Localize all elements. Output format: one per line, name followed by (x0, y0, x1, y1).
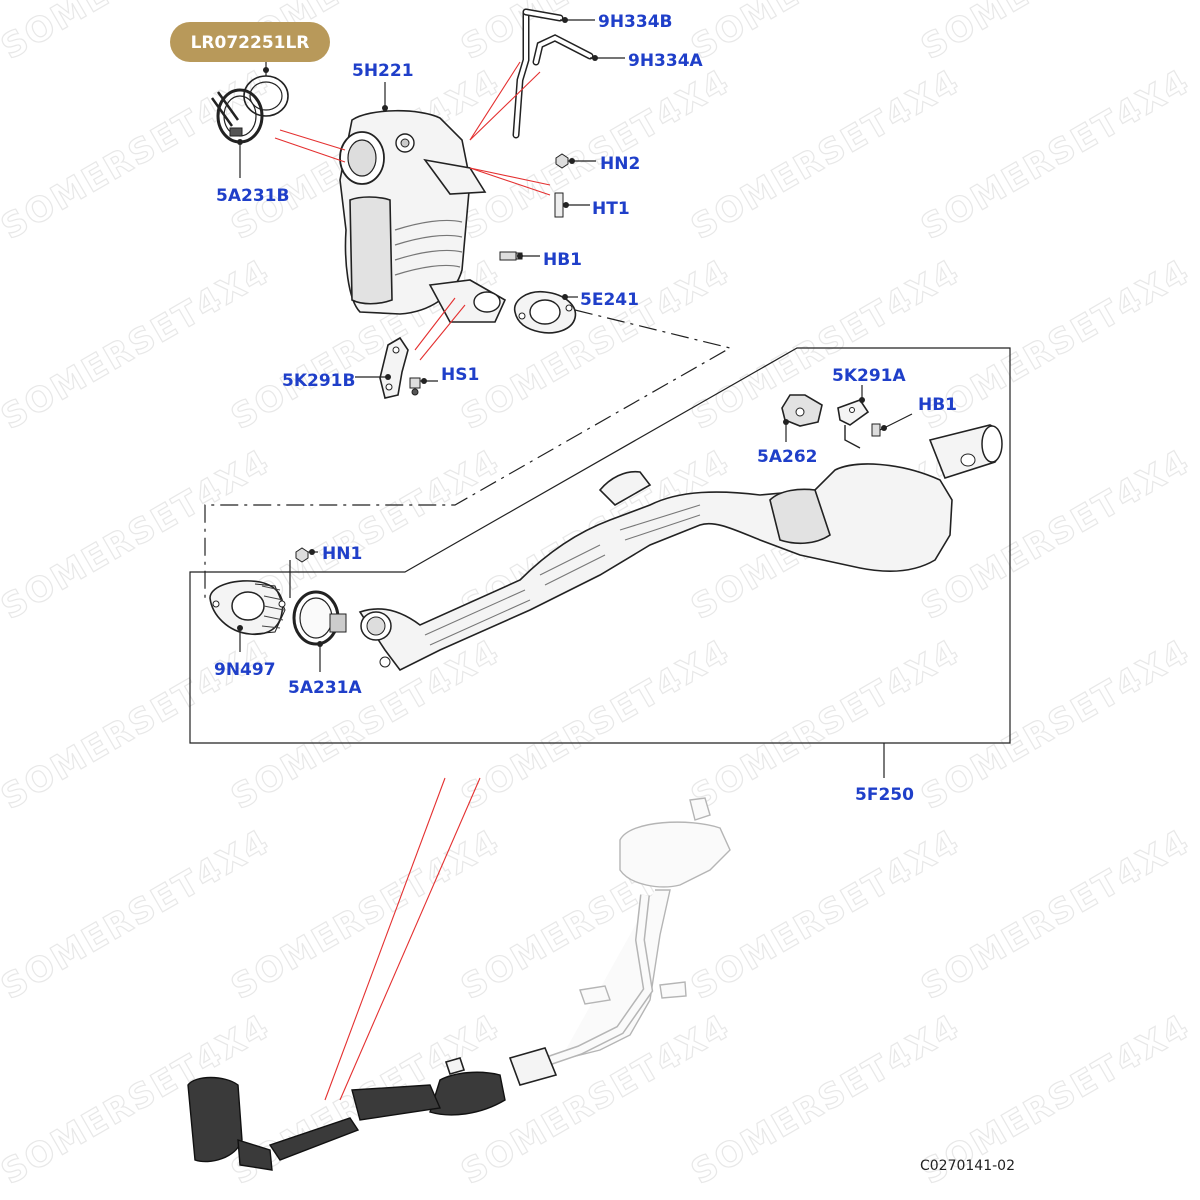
nut-hn2-icon[interactable] (555, 153, 569, 169)
rear-exhaust-pipe-icon[interactable] (358, 424, 1003, 672)
callout-9h334a[interactable]: 9H334A (628, 51, 704, 71)
stud-ht1-icon[interactable] (554, 192, 564, 218)
lower-red-leaders (324, 777, 481, 1101)
callout-hb1-right[interactable]: HB1 (918, 395, 957, 415)
callout-5f250[interactable]: 5F250 (855, 785, 914, 805)
callout-hn1[interactable]: HN1 (322, 544, 362, 564)
bracket-5k291b-icon[interactable] (379, 336, 409, 399)
catalytic-converter-icon[interactable] (339, 109, 507, 323)
v-band-clamp-lower-icon[interactable] (292, 590, 347, 646)
callout-9h334b[interactable]: 9H334B (598, 12, 673, 32)
callout-5a231a[interactable]: 5A231A (288, 678, 362, 698)
bracket-5k291a-icon[interactable] (837, 399, 870, 449)
svg-text:SOMERSET4X4: SOMERSET4X4 (915, 0, 1197, 68)
upper-red-leaders (274, 61, 551, 361)
flex-joint-icon[interactable] (209, 580, 286, 636)
badge-background (170, 22, 330, 62)
callout-5h221[interactable]: 5H221 (352, 61, 414, 81)
callout-labels: 9H334B 9H334A 5H221 HN2 HT1 5A231B HB1 5… (214, 12, 957, 805)
badge-label: LR072251LR (191, 33, 310, 53)
diagram-code: C0270141-02 (920, 1158, 1015, 1174)
callout-5k291a[interactable]: 5K291A (832, 366, 906, 386)
sensor-pipe-b-icon[interactable] (512, 8, 564, 139)
flange-gasket-icon[interactable] (513, 290, 577, 334)
callout-5k291b[interactable]: 5K291B (282, 371, 355, 391)
callout-hn2[interactable]: HN2 (600, 154, 640, 174)
callout-5a231b[interactable]: 5A231B (216, 186, 289, 206)
callout-ht1[interactable]: HT1 (592, 199, 630, 219)
bolt-hs1-icon[interactable] (409, 377, 421, 396)
nut-hn1-icon[interactable] (295, 547, 309, 563)
callout-5e241[interactable]: 5E241 (580, 290, 639, 310)
callout-hs1[interactable]: HS1 (441, 365, 479, 385)
overview-exhaust-system (187, 797, 731, 1171)
callout-5a262[interactable]: 5A262 (757, 447, 817, 467)
part-number-badge[interactable]: LR072251LR (170, 22, 330, 62)
rear-section-box (189, 347, 1011, 744)
bolt-hb1-right-icon[interactable] (871, 423, 881, 437)
callout-hb1-top[interactable]: HB1 (543, 250, 582, 270)
connection-dashed-lines (204, 309, 732, 598)
sensor-pipe-a-icon[interactable] (532, 34, 594, 66)
callout-9n497[interactable]: 9N497 (214, 660, 276, 680)
